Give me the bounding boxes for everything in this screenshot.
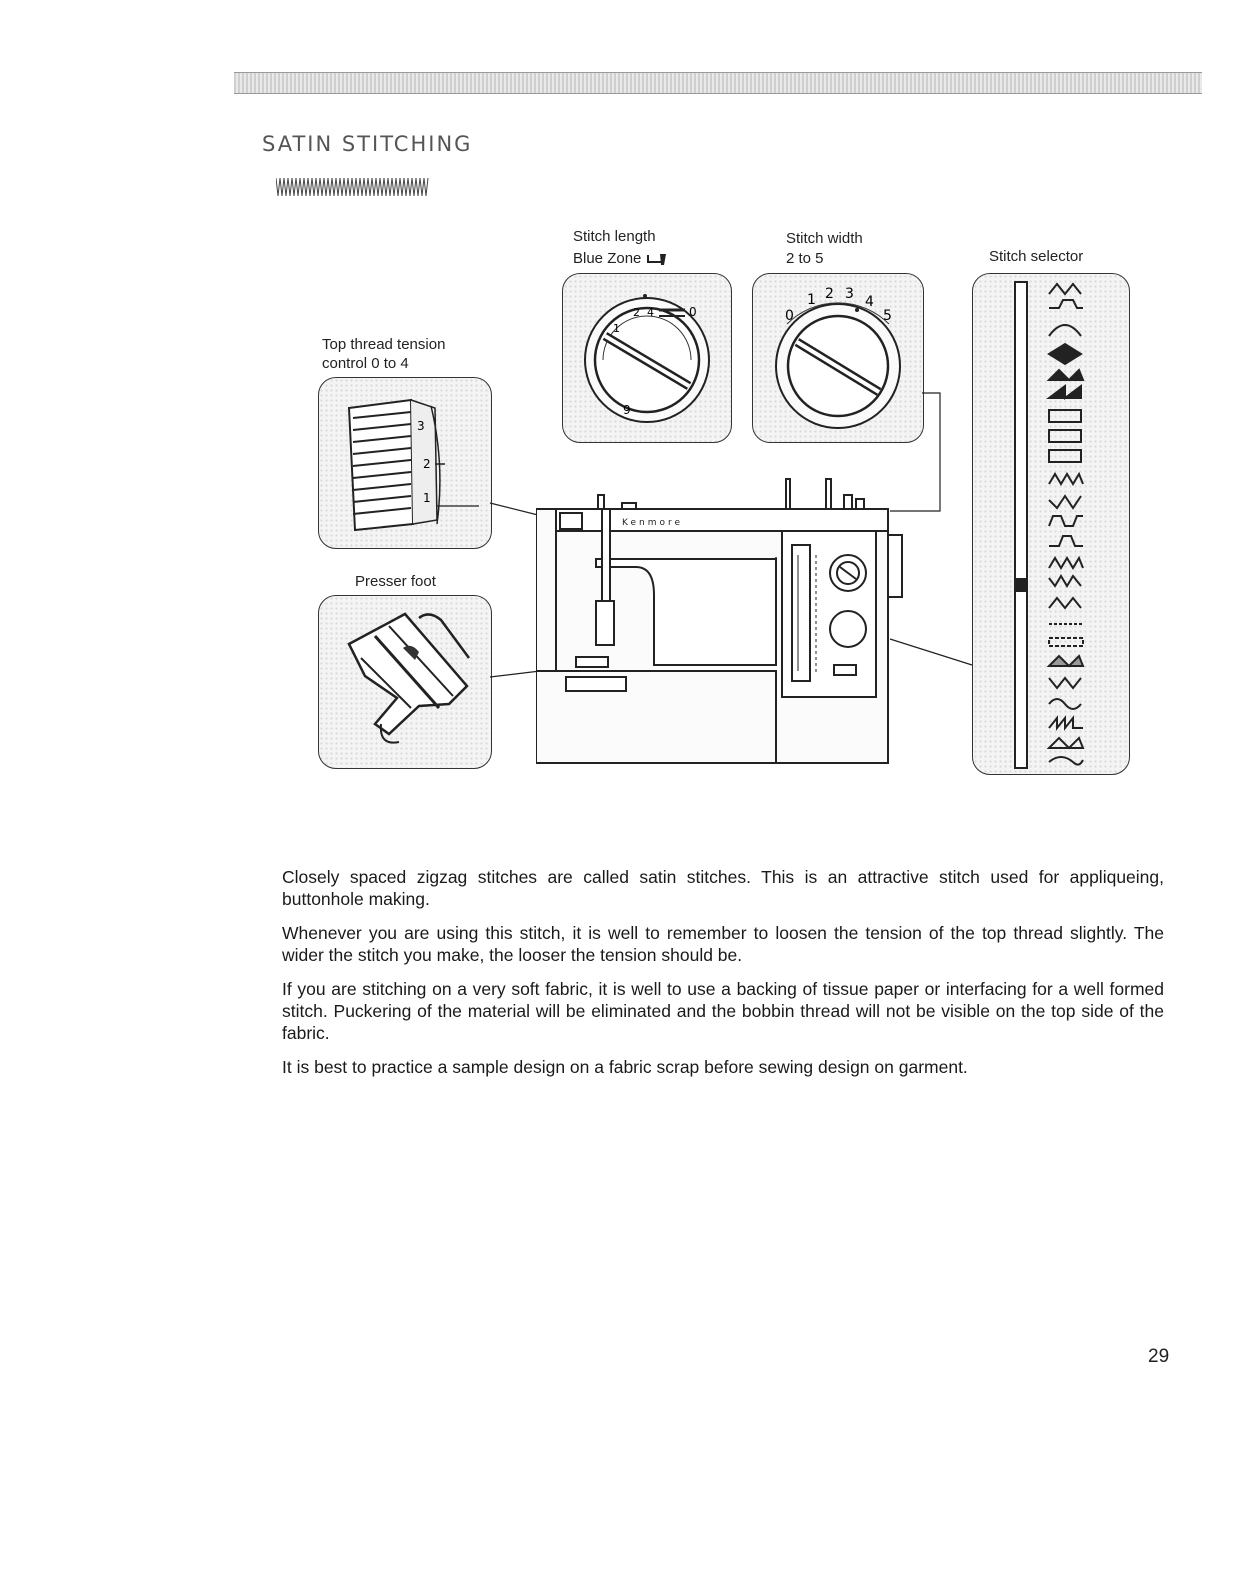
stitch-length-value: Blue Zone — [573, 249, 668, 269]
blue-zone-icon — [646, 254, 666, 266]
tension-mark-1: 1 — [423, 491, 431, 505]
tension-panel: 3 2 1 — [318, 377, 492, 549]
width-mark-3: 3 — [845, 286, 854, 302]
stitch-length-dial: 0 1 2 4 9 — [584, 294, 710, 423]
tension-mark-2: 2 — [423, 457, 431, 471]
selector-indicator — [1015, 578, 1027, 592]
tension-mark-3: 3 — [417, 419, 425, 433]
length-mark-0: 0 — [689, 305, 697, 319]
stitch-width-value: 2 to 5 — [786, 250, 824, 267]
stitch-width-label: Stitch width — [786, 230, 863, 247]
width-mark-0: 0 — [785, 308, 794, 324]
stitch-selector-chart — [1014, 281, 1085, 769]
stitch-selector-label: Stitch selector — [989, 248, 1084, 265]
presser-foot-panel — [318, 595, 492, 769]
stitch-selector-panel — [972, 273, 1130, 775]
stitch-length-label: Stitch length — [573, 228, 656, 245]
length-mark-9: 9 — [623, 403, 631, 417]
body-text: Closely spaced zigzag stitches are calle… — [282, 866, 1164, 1090]
page-title: SATIN STITCHING — [262, 132, 473, 156]
stitch-width-panel: 0 1 2 3 4 5 — [752, 273, 924, 443]
width-mark-4: 4 — [865, 294, 874, 310]
stitch-length-value-text: Blue Zone — [573, 250, 642, 267]
page-number: 29 — [1148, 1346, 1170, 1367]
length-mark-4: 4 — [647, 306, 654, 319]
paragraph-1: Closely spaced zigzag stitches are calle… — [282, 867, 1164, 909]
paragraph-4: It is best to practice a sample design o… — [282, 1057, 968, 1077]
width-mark-1: 1 — [807, 292, 816, 308]
paragraph-3: If you are stitching on a very soft fabr… — [282, 979, 1164, 1043]
width-mark-2: 2 — [825, 286, 834, 302]
tension-label-line1: Top thread tension — [322, 336, 446, 353]
length-mark-2: 2 — [633, 306, 640, 319]
width-mark-5: 5 — [883, 308, 892, 324]
machine-diagram: Stitch length Blue Zone Stitch width 2 t… — [300, 225, 1140, 785]
header-rule — [234, 72, 1202, 94]
sewing-machine-illustration: Kenmore — [536, 478, 903, 764]
stitch-length-panel: 0 1 2 4 9 — [562, 273, 732, 443]
length-mark-1: 1 — [613, 322, 620, 335]
presser-foot-illustration — [347, 612, 471, 744]
satin-stitch-sample — [276, 177, 429, 197]
paragraph-2: Whenever you are using this stitch, it i… — [282, 923, 1164, 965]
stitch-width-dial: 0 1 2 3 4 5 — [775, 286, 901, 429]
tension-dial: 3 2 1 — [347, 398, 479, 532]
tension-label-line2: control 0 to 4 — [322, 355, 409, 372]
brand-name: Kenmore — [622, 518, 683, 528]
presser-foot-label: Presser foot — [355, 573, 436, 590]
